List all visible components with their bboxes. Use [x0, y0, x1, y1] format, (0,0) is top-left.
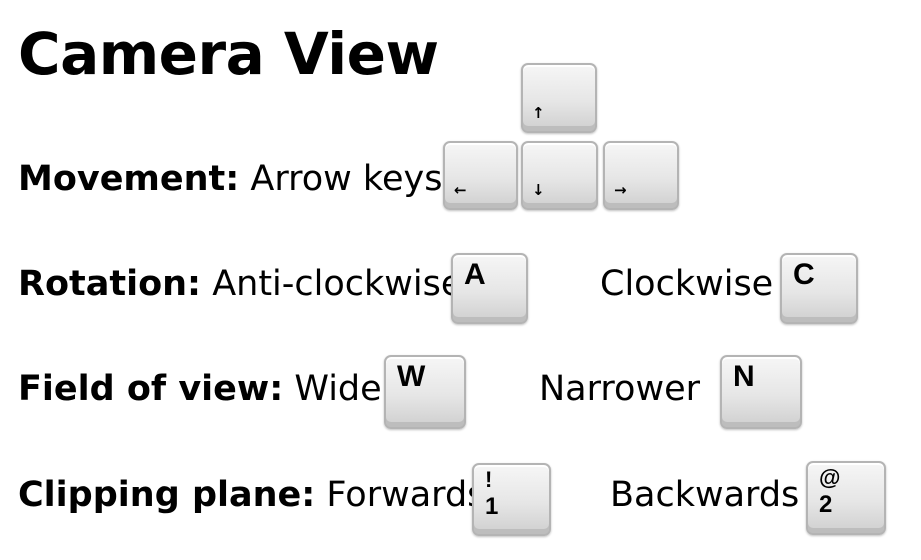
w-key[interactable]: W — [384, 355, 466, 429]
rotation-label: Rotation: — [18, 264, 202, 304]
key-2[interactable]: @ 2 — [806, 461, 886, 535]
field-of-view-text: Wider — [294, 369, 397, 409]
clockwise-label: Clockwise — [600, 264, 774, 304]
page-title: Camera View — [18, 20, 439, 88]
c-key-label: C — [793, 258, 815, 291]
rotation-row: Rotation: Anti-clockwise — [18, 262, 462, 306]
left-arrow-key[interactable]: ← — [443, 141, 518, 210]
up-arrow-icon: ↑ — [532, 104, 545, 122]
n-key-label: N — [733, 360, 755, 393]
right-arrow-icon: → — [614, 181, 627, 199]
backwards-label: Backwards — [610, 475, 800, 515]
key-1-top-symbol: ! — [485, 467, 493, 492]
down-arrow-icon: ↓ — [532, 181, 545, 199]
narrower-label: Narrower — [539, 369, 700, 409]
down-arrow-key[interactable]: ↓ — [521, 141, 598, 210]
w-key-label: W — [397, 360, 426, 393]
clipping-plane-label: Clipping plane: — [18, 475, 316, 515]
right-arrow-key[interactable]: → — [603, 141, 679, 210]
clipping-plane-row: Clipping plane: Forwards — [18, 473, 485, 517]
rotation-text: Anti-clockwise — [212, 264, 463, 304]
key-2-top-symbol: @ — [819, 465, 841, 490]
field-of-view-label: Field of view: — [18, 369, 284, 409]
left-arrow-icon: ← — [454, 181, 467, 199]
movement-row: Movement: Arrow keys — [18, 157, 442, 201]
key-2-bottom-symbol: 2 — [819, 491, 833, 518]
movement-text: Arrow keys — [250, 159, 443, 199]
a-key[interactable]: A — [451, 253, 528, 324]
movement-label: Movement: — [18, 159, 240, 199]
c-key[interactable]: C — [780, 253, 858, 324]
n-key[interactable]: N — [720, 355, 802, 429]
up-arrow-key[interactable]: ↑ — [521, 63, 597, 133]
a-key-label: A — [464, 258, 486, 291]
key-1[interactable]: ! 1 — [472, 463, 551, 536]
field-of-view-row: Field of view: Wider — [18, 367, 396, 411]
clipping-plane-text: Forwards — [326, 475, 486, 515]
key-1-bottom-symbol: 1 — [485, 493, 499, 520]
